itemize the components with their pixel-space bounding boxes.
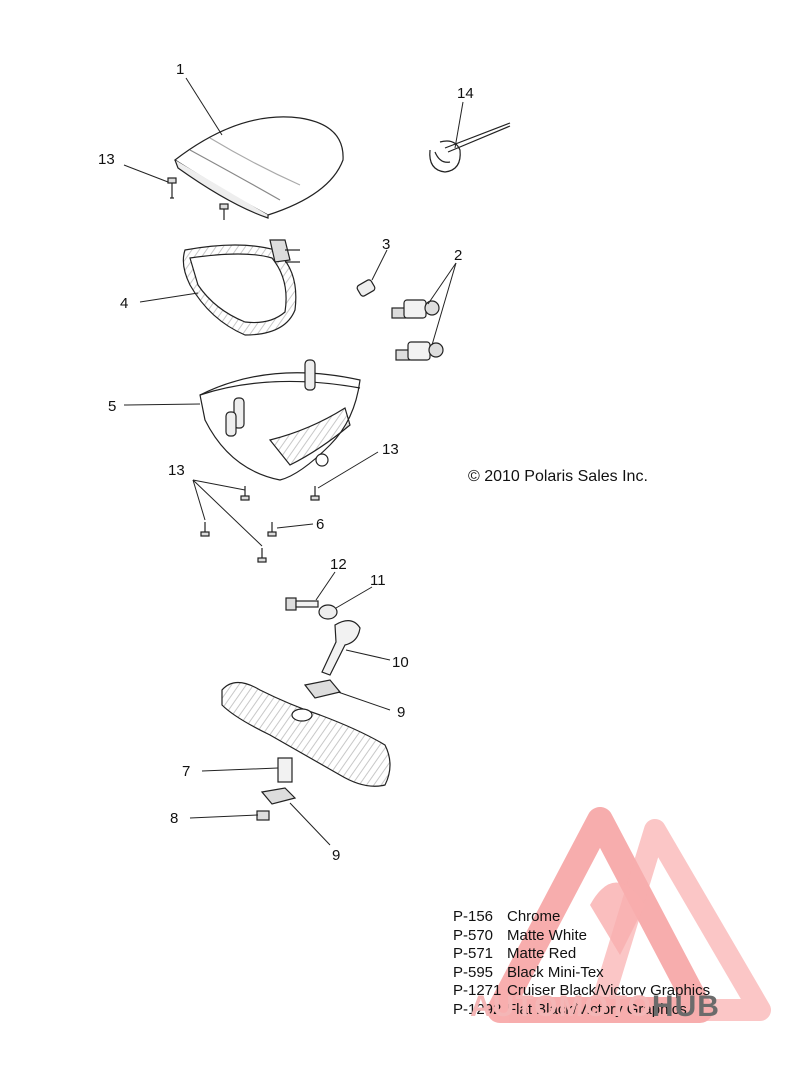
part-7-spacer: [277, 757, 293, 783]
callout-12: 12: [330, 556, 347, 573]
nacelle-bracket: [221, 681, 391, 787]
part-6-screw: [267, 522, 277, 537]
part-2-bulb-lower: [395, 341, 444, 361]
part-13-screw-d: [257, 548, 267, 563]
part-9-mount-upper: [303, 679, 342, 699]
callout-11: 11: [370, 572, 386, 589]
callout-13-left: 13: [168, 462, 185, 479]
part-13-screw-b: [310, 486, 320, 501]
watermark-logo: [487, 807, 771, 1023]
callout-13-right: 13: [382, 441, 399, 458]
part-8-nut: [256, 810, 270, 821]
part-3-bulb: [356, 279, 376, 297]
part-13-screw-upper-left: [167, 177, 177, 199]
part-14-clip: [429, 122, 511, 173]
callout-7: 7: [182, 763, 191, 780]
callout-10: 10: [392, 654, 409, 671]
copyright-notice: © 2010 Polaris Sales Inc.: [468, 468, 648, 485]
callout-13-upper: 13: [98, 151, 115, 168]
callout-8: 8: [170, 810, 179, 827]
part-13-screw-c: [200, 522, 210, 537]
part-10-bracket: [321, 620, 361, 676]
part-13-screw-upper-center: [219, 203, 229, 220]
part-11-bushing: [318, 604, 338, 620]
callout-4: 4: [120, 295, 129, 312]
part-4-headlamp: [182, 239, 300, 336]
leader-lines: [123, 77, 464, 846]
part-2-bulb-upper: [391, 299, 440, 319]
watermark-text: AUTOMOTOHUB: [470, 990, 720, 1023]
part-1-visor: [173, 116, 344, 219]
callout-1: 1: [176, 61, 185, 78]
callout-6: 6: [316, 516, 325, 533]
part-9-mount-lower: [260, 787, 297, 805]
part-5-housing: [199, 359, 361, 481]
callout-9-lower: 9: [332, 847, 341, 864]
callout-5: 5: [108, 398, 117, 415]
callout-2: 2: [454, 247, 463, 264]
part-12-bolt: [285, 597, 319, 611]
callout-9-upper: 9: [397, 704, 406, 721]
callout-3: 3: [382, 236, 391, 253]
part-13-screw-a: [240, 486, 250, 501]
callout-14: 14: [457, 85, 474, 102]
